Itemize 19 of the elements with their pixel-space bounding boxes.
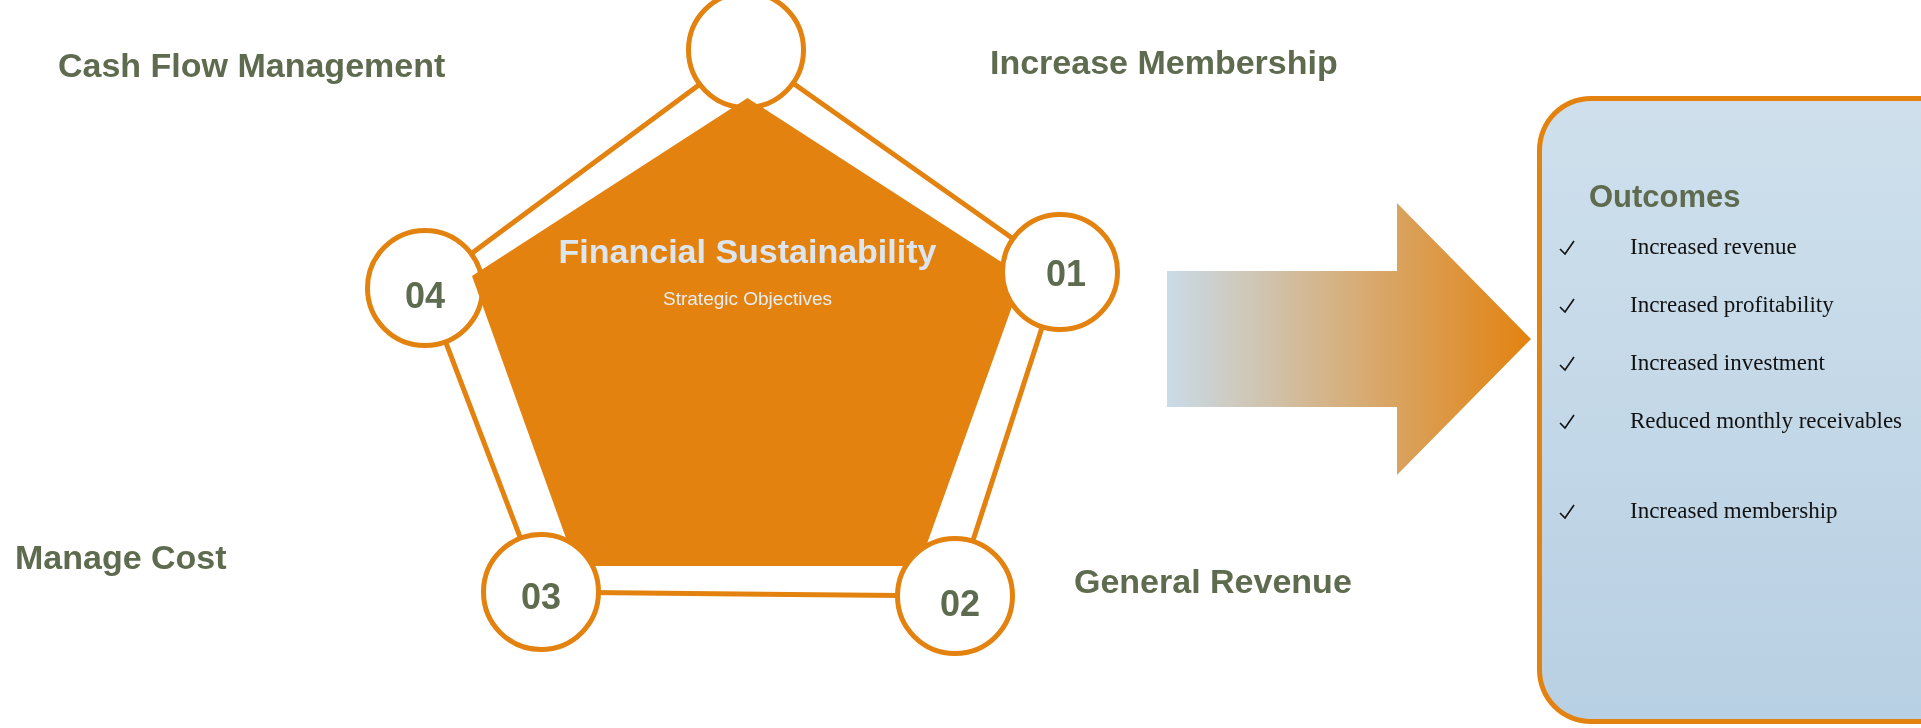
block-arrow [1167, 203, 1531, 475]
step-circle: 03 [481, 532, 601, 652]
step-circle [686, 0, 806, 110]
title-text: Financial Sustainability [557, 232, 938, 271]
outcome-text: Reduced monthly receivables [1630, 407, 1904, 435]
panel-heading: Outcomes [1589, 179, 1741, 215]
step-circle: 01 [1000, 212, 1120, 332]
outcomes-panel [1537, 96, 1921, 724]
outcome-text: Increased membership [1630, 497, 1839, 525]
step-circle: 02 [895, 536, 1015, 656]
objective-label: General Revenue [1074, 562, 1352, 601]
outcome-text: Increased investment [1630, 349, 1826, 377]
objective-label: Increase Membership [990, 43, 1338, 82]
subtitle-text: Strategic Objectives [662, 288, 833, 310]
step-circle: 04 [365, 228, 485, 348]
outcome-text: Increased profitability [1630, 291, 1835, 319]
objective-label: Manage Cost [15, 538, 227, 577]
outcome-text: Increased revenue [1630, 233, 1798, 261]
objective-label: Cash Flow Management [58, 46, 446, 85]
